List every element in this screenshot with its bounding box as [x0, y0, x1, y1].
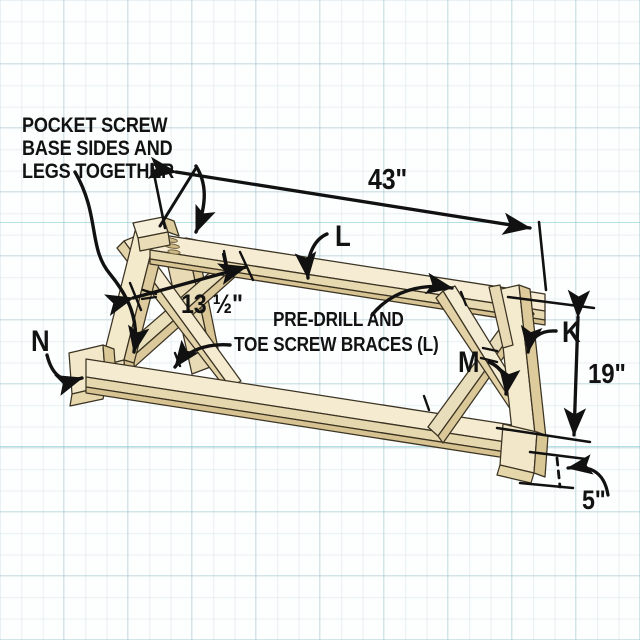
- toe-screw-note-line2: TOE SCREW BRACES (L): [234, 334, 439, 356]
- dimension-line-43: [147, 156, 532, 235]
- leg-rear-right: [488, 284, 514, 349]
- ext-tick-13-5-left-a: [128, 281, 143, 312]
- tick-brace-lower-right: [422, 394, 431, 412]
- tick-brace-upper-left: [222, 249, 229, 268]
- ext-tick-13-5-right-a: [238, 250, 255, 282]
- leader-5-curved-arrow: [566, 454, 610, 497]
- dimension-line-5-dashed: [555, 456, 562, 489]
- pocket-screw-note-line1: POCKET SCREW: [22, 114, 168, 137]
- leader-part-N: [45, 353, 84, 396]
- pocket-screw-note-line2: BASE SIDES AND: [22, 137, 173, 160]
- part-label-M: M: [458, 346, 480, 379]
- dimension-label-5: 5": [582, 485, 606, 515]
- leader-part-L: [294, 232, 329, 280]
- ext-tick-13-5-left-c: [140, 295, 158, 301]
- dimension-label-43: 43": [368, 164, 408, 196]
- ext-line-5-bottom: [518, 481, 575, 490]
- dimension-annotations: [103, 156, 610, 497]
- part-label-K: K: [562, 316, 581, 349]
- part-label-L: L: [335, 220, 351, 253]
- tick-mid-right-b: [479, 356, 499, 364]
- ext-line-19-bottom: [495, 426, 592, 444]
- toe-screw-note-line1: PRE-DRILL AND: [273, 309, 404, 331]
- tick-brace-lower-left: [173, 351, 182, 368]
- dimension-label-19: 19": [588, 358, 626, 389]
- leader-part-K: [520, 324, 558, 354]
- pocket-screw-note-line3: LEGS TOGETHER: [22, 160, 174, 183]
- leader-toe-screw-b: [370, 272, 454, 317]
- joint-tick-marks: [173, 249, 499, 412]
- leader-part-M: [487, 360, 521, 396]
- tick-brace-upper-right: [459, 290, 468, 307]
- rail-bottom-front: [85, 358, 526, 462]
- dimension-label-13-5: 13 ½": [181, 289, 243, 319]
- ext-tick-13-5-left-b: [141, 288, 158, 296]
- leader-pocket-screw-b: [73, 170, 150, 354]
- part-label-N: N: [31, 325, 50, 358]
- ext-tick-13-5-right-b: [221, 252, 228, 270]
- leader-pocket-screw-c: [158, 166, 198, 228]
- ext-line-43-right: [537, 220, 548, 292]
- tick-mid-right-a: [481, 346, 499, 353]
- dimension-line-19: [563, 289, 591, 437]
- leader-pocket-screw-a: [194, 164, 216, 234]
